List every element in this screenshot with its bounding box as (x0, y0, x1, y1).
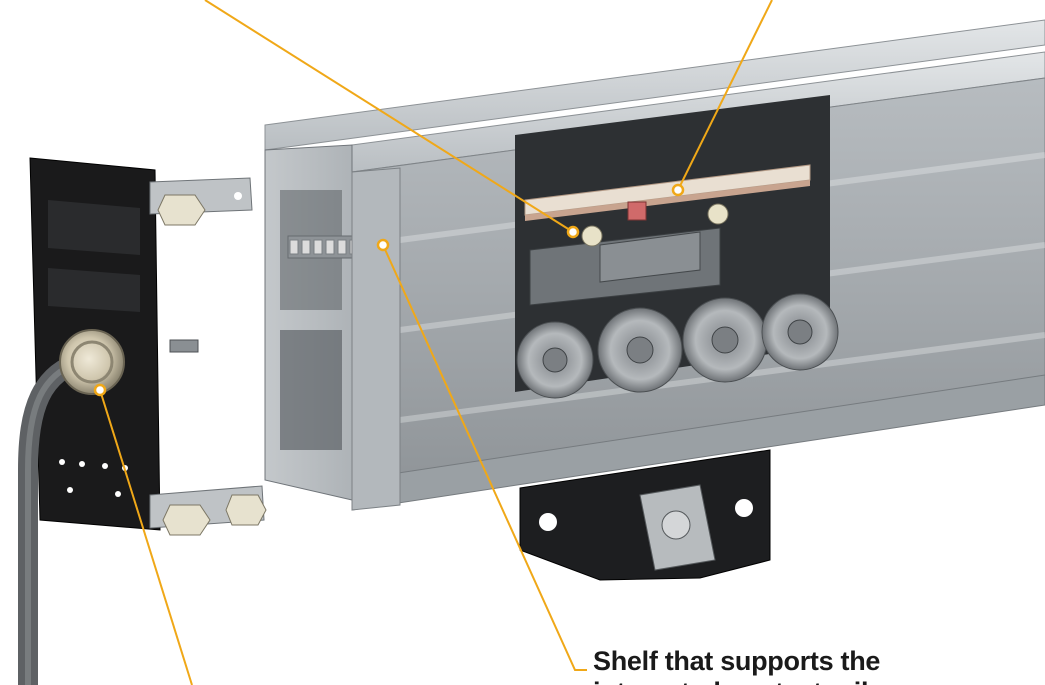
power-cable (18, 329, 125, 685)
leader-line-shelf (382, 244, 587, 671)
marker-dot-contact-strip (671, 183, 685, 197)
leader-markers (93, 183, 685, 397)
hanger-bracket (519, 449, 771, 581)
marker-dot-cable-gland (93, 383, 107, 397)
leader-line-contact-strip (677, 0, 773, 191)
marker-dot-brush (566, 225, 580, 239)
callout-shelf: Shelf that supports the integrated conta… (593, 646, 1033, 685)
leader-line-brush (204, 0, 574, 233)
callout-shelf-line2: integrated contact rail (593, 677, 1033, 685)
callout-shelf-line1: Shelf that supports the (593, 646, 881, 676)
marker-dot-shelf (376, 238, 390, 252)
leader-lines (99, 0, 773, 685)
cutaway-window (515, 95, 839, 399)
leader-line-cable-gland (99, 389, 193, 685)
trolley-rollers (516, 293, 839, 399)
